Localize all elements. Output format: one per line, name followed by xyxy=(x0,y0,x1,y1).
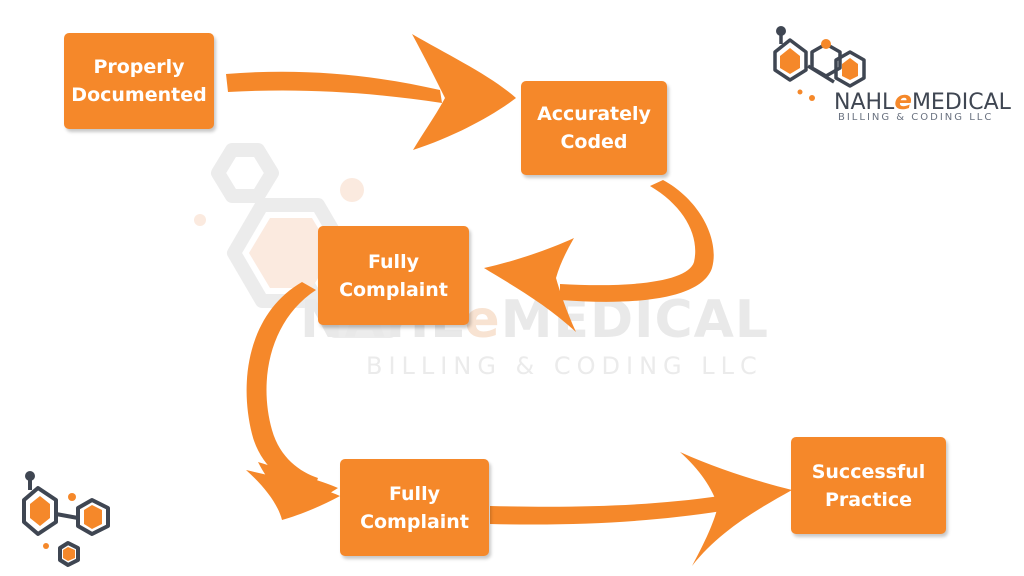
step-label-line: Practice xyxy=(824,488,913,511)
watermark-tagline: BILLING & CODING LLC xyxy=(366,352,763,380)
step-label-line: Successful xyxy=(811,460,926,483)
arrow-3 xyxy=(246,282,318,494)
step-label-line: Complaint xyxy=(339,278,448,301)
step-successful-practice: Successful Practice xyxy=(791,437,946,534)
step-fully-complaint-2: Fully Complaint xyxy=(340,459,489,556)
step-label-line: Properly xyxy=(93,56,185,78)
step-accurately-coded: Accurately Coded xyxy=(521,81,667,175)
arrow-4 xyxy=(490,496,722,525)
arrow-2 xyxy=(560,180,714,302)
step-label-line: Complaint xyxy=(360,510,469,533)
arrow-1 xyxy=(226,71,442,103)
arrow-4-head xyxy=(680,452,792,566)
step-properly-documented: Properly Documented xyxy=(64,33,214,129)
step-label-line: Fully xyxy=(368,250,419,273)
logo-name: NAHLeMEDICAL xyxy=(834,86,1011,116)
step-label-line: Coded xyxy=(560,131,628,153)
arrow-1-head xyxy=(412,34,516,150)
arrow-3-head-b xyxy=(246,470,340,520)
step-fully-complaint-1: Fully Complaint xyxy=(318,226,469,325)
step-label-line: Accurately xyxy=(537,103,651,125)
logo-tagline: BILLING & CODING LLC xyxy=(838,112,994,123)
step-label-line: Documented xyxy=(71,84,207,106)
step-label-line: Fully xyxy=(389,482,440,505)
arrow-2-head xyxy=(484,238,576,332)
